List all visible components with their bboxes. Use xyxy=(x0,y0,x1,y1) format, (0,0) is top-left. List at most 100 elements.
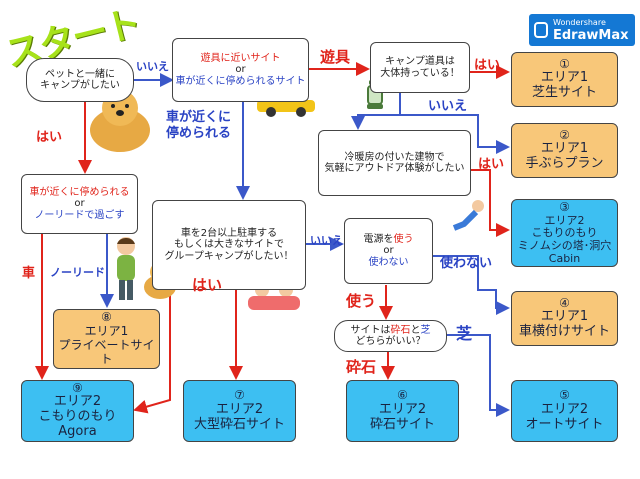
node-surface-line1: サイトは砕石と芝 xyxy=(351,325,431,337)
edrawmax-logo-icon xyxy=(534,22,548,38)
result-r5-num: ⑤ xyxy=(559,388,570,403)
label-car-near-text: 車が近くに停められる xyxy=(166,110,232,141)
result-r1-line1: エリア1 xyxy=(540,70,589,86)
node-surface-c: と xyxy=(410,324,421,336)
result-r1-num: ① xyxy=(559,56,570,71)
result-r3-line4: Cabin xyxy=(548,251,581,265)
person-relaxing-illustration xyxy=(452,200,484,231)
node-gear: キャンプ道具は 大体持っている！ xyxy=(370,42,470,93)
result-r4-num: ④ xyxy=(559,295,570,310)
node-pet-line2: キャンプがしたい xyxy=(40,80,120,91)
label-yugu: 遊具 xyxy=(320,48,351,66)
label-iie-1: いいえ xyxy=(136,60,169,73)
node-surface-a: サイトは xyxy=(350,324,391,336)
node-gear-line2: 大体持っている！ xyxy=(380,67,460,79)
label-car-near: 車が近くに停められる xyxy=(166,110,242,141)
result-r1-line2: 芝生サイト xyxy=(531,85,597,101)
node-power-line1: 電源を使う xyxy=(364,234,414,246)
label-hai-2: はい xyxy=(478,157,505,172)
node-power-line2: 使わない xyxy=(368,256,409,268)
result-r1: ① エリア1 芝生サイト xyxy=(511,52,618,107)
result-r6-num: ⑥ xyxy=(397,388,408,403)
node-car-line1: 車が近くに停められる xyxy=(29,186,130,198)
edge-group-r9 xyxy=(133,290,171,414)
node-group-line1: 車を2台以上駐車する xyxy=(180,227,278,239)
node-gear-line1: キャンプ道具は xyxy=(385,56,455,67)
dog-illustration xyxy=(90,90,150,152)
node-power-or: or xyxy=(383,245,394,257)
result-r2: ② エリア1 手ぶらプラン xyxy=(511,123,618,178)
node-group-line3: グループキャンプがしたい！ xyxy=(164,250,294,262)
node-near-line2: 車が近くに停められるサイト xyxy=(175,75,306,87)
edge-aircon-r3 xyxy=(471,169,510,237)
node-car-noleash: 車が近くに停められる or ノーリードで過ごす xyxy=(21,174,138,234)
result-r2-num: ② xyxy=(559,127,570,142)
result-r6-line1: エリア2 xyxy=(378,401,427,417)
result-r5-line2: オートサイト xyxy=(525,416,604,432)
edge-power-r4 xyxy=(433,255,510,315)
result-r7-num: ⑦ xyxy=(234,388,245,403)
result-r4-line2: 車横付けサイト xyxy=(518,324,610,340)
result-r9-num: ⑨ xyxy=(72,380,83,395)
result-r2-line2: 手ぶらプラン xyxy=(525,156,604,172)
result-r2-line1: エリア1 xyxy=(540,141,589,157)
result-r5: ⑤ エリア2 オートサイト xyxy=(511,380,618,442)
label-hai-1: はい xyxy=(474,58,501,73)
result-r7: ⑦ エリア2 大型砕石サイト xyxy=(183,380,296,442)
result-r9-line2: こもりのもり xyxy=(38,409,117,425)
edge-gear-aircon xyxy=(351,93,401,130)
result-r3: ③ エリア2 こもりのもり ミノムシの塔･洞穴 Cabin xyxy=(511,199,618,267)
label-shiba: 芝 xyxy=(456,324,473,343)
logo-maker: Wondershare xyxy=(553,18,606,27)
result-r3-num: ③ xyxy=(559,199,570,214)
node-car-line2: ノーリードで過ごす xyxy=(34,209,125,221)
result-r9-line1: エリア2 xyxy=(53,394,102,410)
result-r3-line3: ミノムシの塔･洞穴 xyxy=(517,238,612,252)
result-r9: ⑨ エリア2 こもりのもり Agora xyxy=(21,380,134,442)
result-r3-line2: こもりのもり xyxy=(531,226,598,240)
label-iie-3: いいえ xyxy=(310,234,343,247)
result-r7-line2: 大型砕石サイト xyxy=(193,416,285,432)
label-hai-3: はい xyxy=(36,130,63,145)
node-surface-line2: どちらがいい？ xyxy=(355,336,426,347)
node-power-line1a: 電源を xyxy=(363,233,394,245)
result-r3-line1: エリア2 xyxy=(544,213,585,227)
result-r8-num: ⑧ xyxy=(101,310,112,325)
node-group: 車を2台以上駐車する もしくは大きなサイトで グループキャンプがしたい！ xyxy=(152,200,306,290)
label-tsukawanai: 使わない xyxy=(440,256,493,271)
result-r6-line2: 砕石サイト xyxy=(369,416,435,432)
node-aircon: 冷暖房の付いた建物で 気軽にアウトドア体験がしたい xyxy=(318,130,471,196)
logo-name: EdrawMax xyxy=(553,28,629,43)
node-pet-line1: ペットと一緒に xyxy=(45,68,115,80)
result-r6: ⑥ エリア2 砕石サイト xyxy=(346,380,459,442)
label-hai-4: はい xyxy=(192,276,223,294)
result-r8-line1: エリア1 xyxy=(84,324,129,339)
result-r8: ⑧ エリア1 プライベートサイト xyxy=(53,309,160,369)
result-r4-line1: エリア1 xyxy=(540,309,589,325)
result-r4: ④ エリア1 車横付けサイト xyxy=(511,291,618,346)
node-near-or: or xyxy=(235,64,246,76)
edge-aircon-r2 xyxy=(400,114,510,154)
result-r9-line3: Agora xyxy=(58,424,97,440)
node-near-site: 遊具に近いサイト or 車が近くに停められるサイト xyxy=(172,38,309,102)
node-surface: サイトは砕石と芝 どちらがいい？ xyxy=(334,320,447,352)
label-iie-2: いいえ xyxy=(428,99,468,114)
node-surface-d: 芝 xyxy=(420,324,431,336)
label-saiseki: 砕石 xyxy=(346,358,377,376)
node-pet-camping: ペットと一緒に キャンプがしたい xyxy=(26,58,134,102)
result-r8-line2: プライベートサイト xyxy=(58,338,155,366)
node-aircon-line1: 冷暖房の付いた建物で xyxy=(344,151,445,163)
node-power-line1b: 使う xyxy=(393,233,414,245)
node-car-or: or xyxy=(74,198,85,210)
edge-surface-r5 xyxy=(447,334,510,417)
result-r7-line1: エリア2 xyxy=(215,401,264,417)
edrawmax-logo: Wondershare EdrawMax xyxy=(529,14,635,46)
node-group-line2: もしくは大きなサイトで xyxy=(174,239,284,251)
node-surface-b: 砕石 xyxy=(390,324,411,336)
node-near-line1: 遊具に近いサイト xyxy=(200,52,281,64)
label-noleash: ノーリード xyxy=(50,266,105,279)
label-tsukau: 使う xyxy=(346,292,377,310)
node-power: 電源を使う or 使わない xyxy=(344,218,433,284)
label-kuruma: 車 xyxy=(22,266,36,281)
